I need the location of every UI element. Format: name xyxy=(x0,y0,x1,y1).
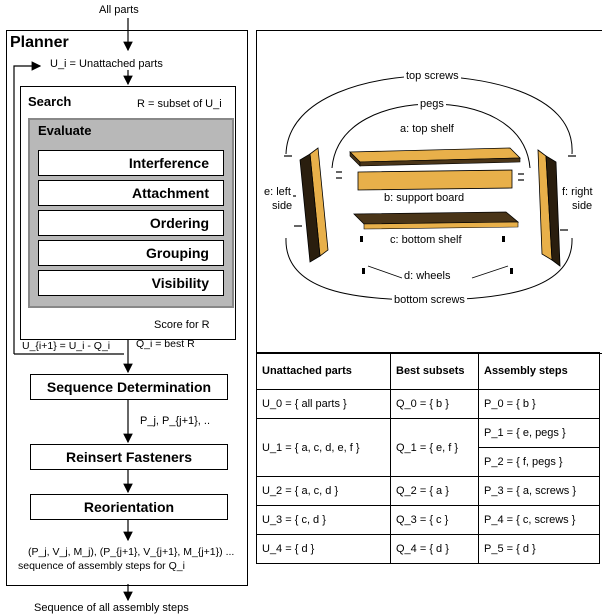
cell-best-subset: Q_1 = { e, f } xyxy=(390,418,479,477)
planner-box xyxy=(6,30,248,586)
cell-unattached: U_4 = { d } xyxy=(256,534,391,564)
cell-assembly-step: P_2 = { f, pegs } xyxy=(478,447,600,477)
assembly-table: Unattached parts Best subsets Assembly s… xyxy=(256,352,600,564)
bottom-shelf-label: c: bottom shelf xyxy=(388,234,464,246)
pegs-label: pegs xyxy=(418,98,446,110)
evaluate-interference: Interference xyxy=(38,150,224,176)
final-output-label: Sequence of all assembly steps xyxy=(34,602,189,614)
top-screws-label: top screws xyxy=(404,70,461,82)
table-row: U_0 = { all parts } Q_0 = { b } P_0 = { … xyxy=(256,389,600,419)
best-label: Q_i = best R xyxy=(136,338,195,350)
wheels-label: d: wheels xyxy=(402,270,453,282)
cell-unattached: U_0 = { all parts } xyxy=(256,389,391,419)
table-row: U_1 = { a, c, d, e, f } Q_1 = { e, f } P… xyxy=(256,418,600,477)
cell-assembly-step: P_3 = { a, screws } xyxy=(478,476,600,506)
evaluate-visibility: Visibility xyxy=(38,270,224,296)
cell-unattached: U_2 = { a, c, d } xyxy=(256,476,391,506)
cell-best-subset: Q_4 = { d } xyxy=(390,534,479,564)
cell-best-subset: Q_2 = { a } xyxy=(390,476,479,506)
cell-assembly-step: P_0 = { b } xyxy=(478,389,600,419)
input-label: All parts xyxy=(99,4,139,16)
table-row: U_2 = { a, c, d } Q_2 = { a } P_3 = { a,… xyxy=(256,476,600,506)
output-line-1: (P_j, V_j, M_j), (P_{j+1}, V_{j+1}, M_{j… xyxy=(28,546,235,558)
evaluate-attachment: Attachment xyxy=(38,180,224,206)
header-assembly-steps: Assembly steps xyxy=(478,352,600,390)
search-box xyxy=(20,86,236,340)
top-shelf-label: a: top shelf xyxy=(400,123,454,135)
update-label: U_{i+1} = U_i - Q_i xyxy=(22,340,111,352)
bottom-screws-label: bottom screws xyxy=(392,294,467,306)
unattached-label: U_i = Unattached parts xyxy=(50,58,163,70)
score-label: Score for R xyxy=(154,319,210,331)
left-side-label-1: e: left xyxy=(262,186,293,198)
cell-unattached: U_1 = { a, c, d, e, f } xyxy=(256,418,391,477)
search-title: Search xyxy=(28,94,72,109)
cell-best-subset: Q_3 = { c } xyxy=(390,505,479,535)
table-row: U_4 = { d } Q_4 = { d } P_5 = { d } xyxy=(256,534,600,564)
subset-label: R = subset of U_i xyxy=(137,98,222,110)
header-best-subsets: Best subsets xyxy=(390,352,479,390)
evaluate-grouping: Grouping xyxy=(38,240,224,266)
evaluate-ordering: Ordering xyxy=(38,210,224,236)
planner-title: Planner xyxy=(10,34,69,51)
reorientation-step: Reorientation xyxy=(30,494,228,520)
left-side-label-2: side xyxy=(270,200,295,212)
cell-assembly-step: P_5 = { d } xyxy=(478,534,600,564)
table-row: U_3 = { c, d } Q_3 = { c } P_4 = { c, sc… xyxy=(256,505,600,535)
reinsert-fasteners-step: Reinsert Fasteners xyxy=(30,444,228,470)
evaluate-title: Evaluate xyxy=(38,123,92,138)
output-line-2: sequence of assembly steps for Q_i xyxy=(18,560,185,572)
cell-assembly-step: P_4 = { c, screws } xyxy=(478,505,600,535)
p-label: P_j, P_{j+1}, .. xyxy=(140,415,211,427)
cell-unattached: U_3 = { c, d } xyxy=(256,505,391,535)
support-board-label: b: support board xyxy=(382,192,467,204)
right-side-label-2: side xyxy=(570,200,595,212)
sequence-determination-step: Sequence Determination xyxy=(30,374,228,400)
cell-assembly-step: P_1 = { e, pegs } xyxy=(478,418,600,448)
table-row: P_2 = { f, pegs } xyxy=(257,447,600,477)
planner-arrows xyxy=(13,18,133,602)
right-side-label-1: f: right xyxy=(560,186,595,198)
cell-best-subset: Q_0 = { b } xyxy=(390,389,479,419)
header-unattached: Unattached parts xyxy=(256,352,391,390)
